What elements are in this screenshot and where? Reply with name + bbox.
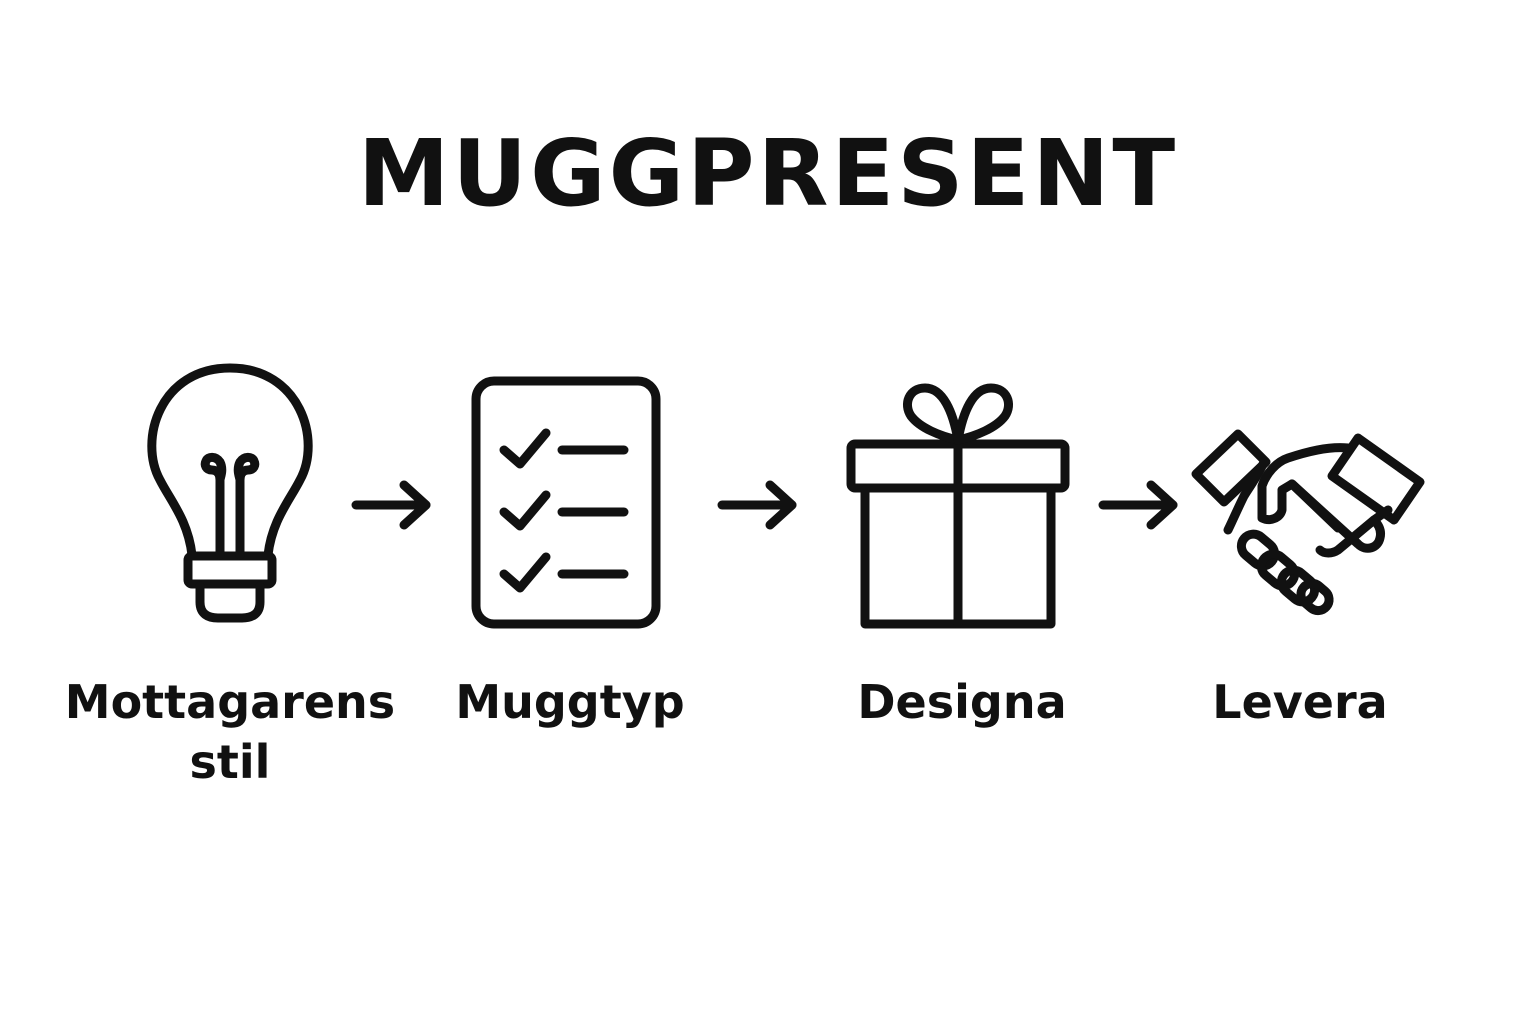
gift-icon: [845, 378, 1071, 632]
arrow-icon: [1097, 480, 1181, 530]
lightbulb-icon: [140, 360, 320, 625]
arrow-icon: [716, 480, 800, 530]
step-label-mottagarens-stil: Mottagarens stil: [64, 675, 396, 789]
handshake-icon: [1188, 426, 1428, 616]
step-label-muggtyp: Muggtyp: [455, 675, 685, 729]
checklist-icon: [470, 375, 662, 630]
diagram-title: MUGGPRESENT: [357, 120, 1179, 227]
arrow-icon: [350, 480, 434, 530]
step-label-levera: Levera: [1212, 675, 1388, 729]
step-label-designa: Designa: [857, 675, 1067, 729]
